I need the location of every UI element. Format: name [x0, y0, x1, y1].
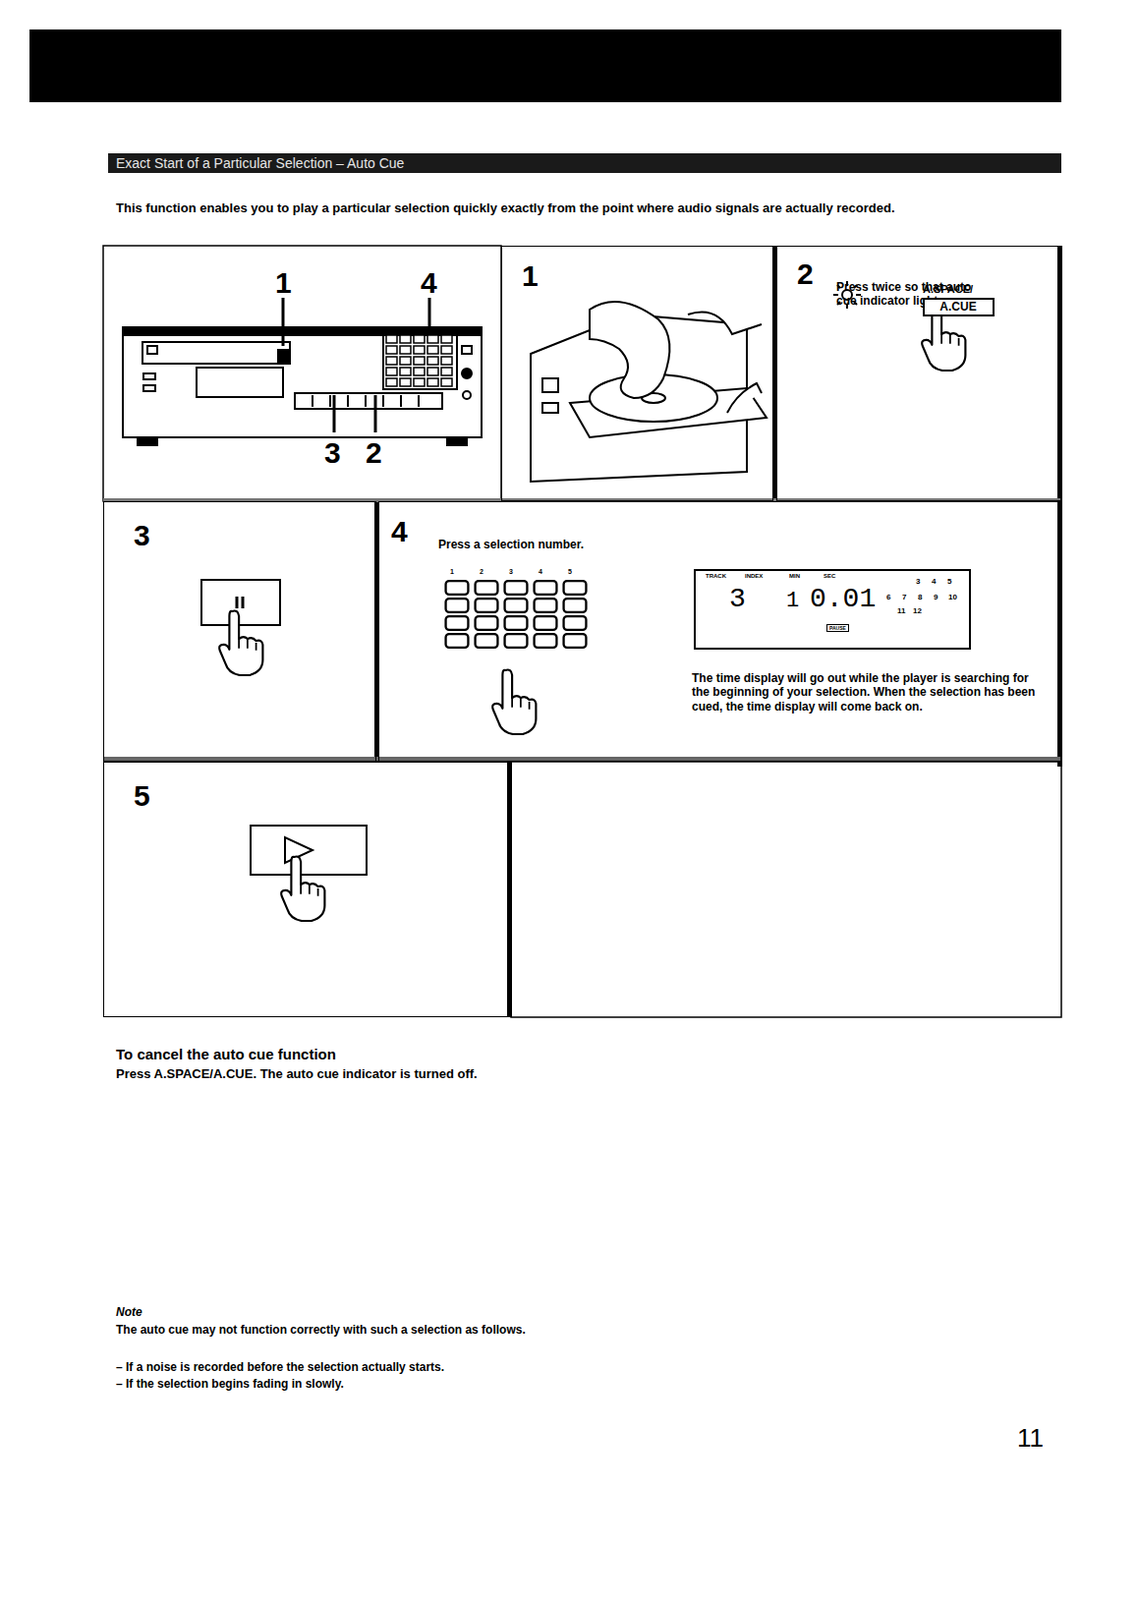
note-heading: Note — [115, 1305, 143, 1319]
callout-number: 4 — [420, 265, 438, 301]
key-number: 3 — [509, 568, 513, 576]
header-band — [29, 29, 1062, 103]
panel-text: MIN — [789, 572, 800, 580]
panel-text: 9 — [933, 592, 938, 603]
step-panel: TRACKINDEXMINSEC310.013456789101112PAUSE — [693, 568, 971, 650]
panel-text: Press a selection number. — [438, 537, 584, 552]
panel-text: 8 — [917, 592, 922, 603]
note-text: The auto cue may not function correctly … — [115, 1322, 539, 1337]
panel-text: 0.01 — [809, 582, 876, 617]
overview-keypad-grid — [386, 335, 453, 387]
step-number: 5 — [133, 778, 151, 814]
step-panel: 2Press twice so that auto cue indicator … — [776, 245, 1062, 502]
cancel-text: Press A.SPACE/A.CUE. The auto cue indica… — [115, 1066, 478, 1082]
step-panel: A.SPACE/A.CUE — [922, 297, 995, 317]
step-number: 3 — [133, 517, 151, 554]
intro-text: This function enables you to play a part… — [115, 200, 1060, 217]
empty-panel — [511, 761, 1062, 1018]
key-number: 2 — [479, 568, 484, 576]
step-number: 1 — [521, 258, 539, 294]
step-panel: 4Press a selection number.The time displ… — [378, 501, 1062, 762]
callout-number: 1 — [275, 265, 292, 301]
panel-text: 6 — [886, 592, 891, 603]
note-text: – If the selection begins fading in slow… — [115, 1376, 344, 1391]
step-number: 2 — [796, 256, 814, 292]
section-title: Exact Start of a Particular Selection – … — [115, 155, 404, 172]
panel-text: 3 — [729, 582, 746, 617]
title-bar — [108, 153, 1062, 173]
panel-text: 1 — [786, 588, 799, 615]
page-number: 11 — [1017, 1422, 1044, 1454]
key-number: 5 — [568, 568, 572, 576]
panel-text: The time display will go out while the p… — [691, 671, 1036, 714]
overview-panel — [103, 245, 502, 502]
panel-text: 3 — [915, 576, 920, 587]
step-panel: 3 — [103, 501, 377, 762]
callout-number: 2 — [365, 435, 383, 471]
panel-text: 11 — [897, 606, 906, 617]
panel-text: 4 — [931, 576, 936, 587]
play-button — [250, 825, 367, 875]
pause-button — [201, 579, 281, 626]
panel-text: SEC — [823, 572, 836, 580]
panel-text: 12 — [912, 606, 922, 617]
key-number: 4 — [538, 568, 543, 576]
step-panel: 5 — [103, 761, 510, 1018]
callout-number: 3 — [324, 435, 342, 471]
cancel-heading: To cancel the auto cue function — [115, 1045, 337, 1064]
key-number: 1 — [450, 568, 455, 576]
panel-text: INDEX — [744, 572, 763, 580]
panel-text: TRACK — [705, 572, 727, 580]
panel-text: 10 — [948, 592, 958, 603]
step-panel: 1 — [501, 245, 774, 502]
panel-text: 7 — [902, 592, 907, 603]
panel-text: PAUSE — [826, 624, 850, 632]
selection-keypad — [446, 580, 587, 648]
cd-player-front — [122, 297, 482, 446]
panel-text: A.SPACE/ — [922, 283, 973, 296]
disc-insert-illustration — [530, 301, 767, 482]
panel-text: 5 — [947, 576, 952, 587]
pause-symbol — [236, 596, 243, 609]
note-text: – If a noise is recorded before the sele… — [115, 1360, 445, 1374]
step-number: 4 — [391, 513, 408, 550]
panel-text: A.CUE — [924, 299, 992, 314]
